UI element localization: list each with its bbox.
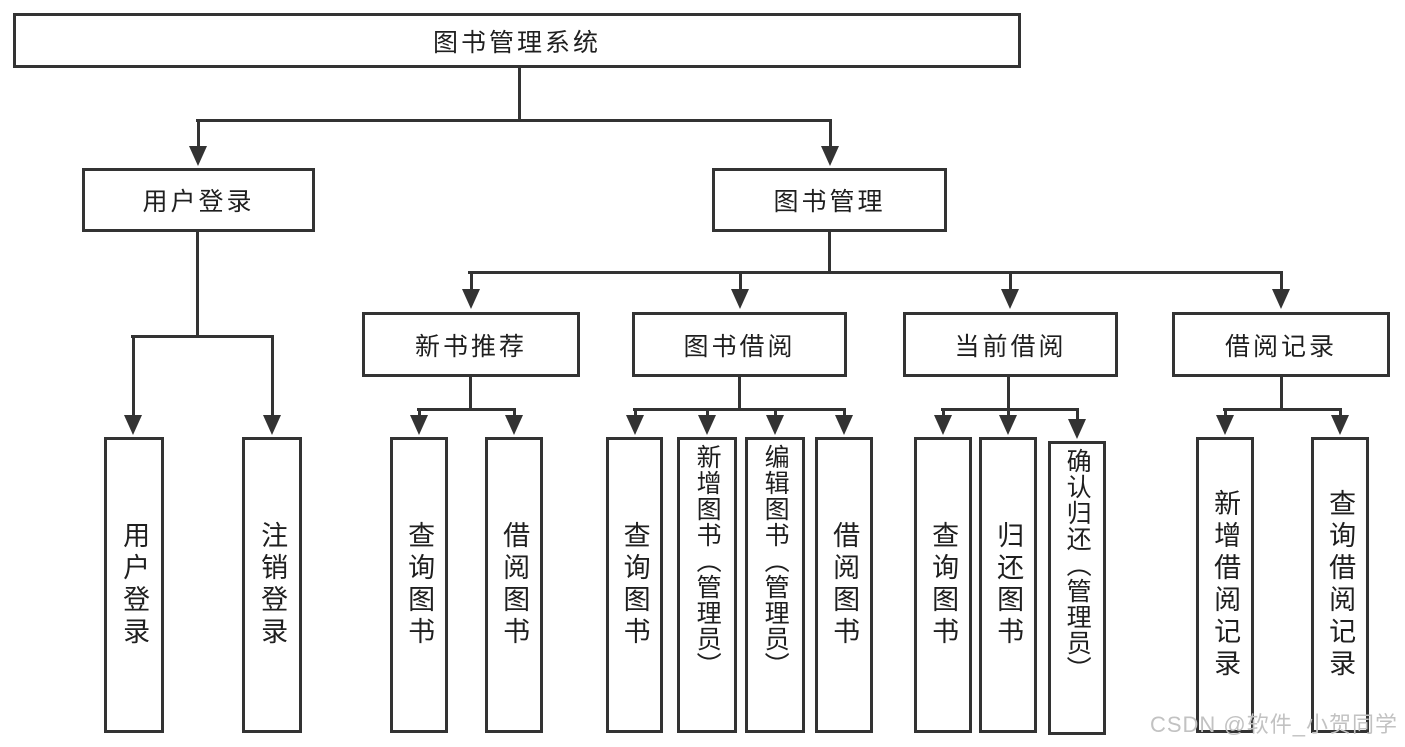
connector-line: [1280, 271, 1283, 293]
connector-line: [196, 119, 832, 122]
leaf-label: 查询图书: [404, 521, 435, 649]
leaf-add-borrow-record: 新增借阅记录: [1196, 437, 1254, 733]
leaf-label: 查询借阅记录: [1325, 489, 1356, 681]
arrowhead-down-icon: [626, 415, 644, 435]
leaf-label: 新增图书（管理员）: [693, 444, 722, 678]
leaf-label: 借阅图书: [829, 521, 860, 649]
leaf-label: 注销登录: [257, 521, 288, 649]
connector-line: [941, 408, 1079, 411]
connector-line: [634, 408, 637, 419]
connector-line: [942, 408, 945, 419]
leaf-edit-book-admin: 编辑图书（管理员）: [745, 437, 805, 733]
connector-line: [1007, 377, 1010, 410]
arrowhead-down-icon: [766, 415, 784, 435]
arrowhead-down-icon: [1216, 415, 1234, 435]
leaf-confirm-return-admin: 确认归还（管理员）: [1048, 441, 1106, 735]
leaf-add-book-admin: 新增图书（管理员）: [677, 437, 737, 733]
connector-line: [739, 271, 742, 293]
connector-line: [843, 408, 846, 419]
leaf-return-books: 归还图书: [979, 437, 1037, 733]
leaf-label: 编辑图书（管理员）: [761, 444, 790, 678]
node-label: 图书借阅: [683, 332, 796, 361]
connector-line: [828, 232, 831, 273]
connector-line: [513, 408, 516, 419]
csdn-watermark: CSDN @软件_小贺同学: [1149, 712, 1398, 737]
node-label: 当前借阅: [954, 332, 1067, 361]
connector-line: [1007, 408, 1010, 419]
node-label: 新书推荐: [414, 332, 527, 361]
connector-line: [1224, 408, 1227, 419]
leaf-label: 归还图书: [993, 521, 1024, 649]
node-book-management: 图书管理: [712, 168, 947, 232]
connector-line: [468, 271, 1283, 274]
connector-line: [738, 377, 741, 410]
connector-line: [706, 408, 709, 419]
leaf-query-books-borrowing: 查询图书: [606, 437, 663, 733]
leaf-label: 查询图书: [619, 521, 650, 649]
connector-line: [197, 119, 200, 152]
connector-line: [1223, 408, 1342, 411]
leaf-label: 借阅图书: [499, 521, 530, 649]
node-book-borrowing: 图书借阅: [632, 312, 847, 377]
connector-line: [196, 232, 199, 337]
node-current-borrowing: 当前借阅: [903, 312, 1118, 377]
connector-line: [518, 65, 521, 121]
connector-line: [633, 408, 846, 411]
arrowhead-down-icon: [934, 415, 952, 435]
connector-line: [418, 408, 421, 419]
connector-line: [417, 408, 516, 411]
leaf-logout: 注销登录: [242, 437, 302, 733]
leaf-borrow-books-borrowing: 借阅图书: [815, 437, 873, 733]
leaf-query-borrow-record: 查询借阅记录: [1311, 437, 1369, 733]
arrowhead-down-icon: [505, 415, 523, 435]
arrowhead-down-icon: [1068, 419, 1086, 439]
connector-line: [1076, 408, 1079, 423]
arrowhead-down-icon: [124, 415, 142, 435]
leaf-user-login: 用户登录: [104, 437, 164, 733]
node-borrow-records: 借阅记录: [1172, 312, 1390, 377]
arrowhead-down-icon: [1001, 289, 1019, 309]
leaf-query-books-recommend: 查询图书: [390, 437, 448, 733]
node-label: 借阅记录: [1224, 332, 1337, 361]
connector-line: [774, 408, 777, 419]
connector-line: [1009, 271, 1012, 293]
node-root: 图书管理系统: [13, 13, 1021, 68]
node-user-login: 用户登录: [82, 168, 315, 232]
arrowhead-down-icon: [1331, 415, 1349, 435]
arrowhead-down-icon: [462, 289, 480, 309]
connector-line: [469, 377, 472, 410]
arrowhead-down-icon: [999, 415, 1017, 435]
arrowhead-down-icon: [698, 415, 716, 435]
arrowhead-down-icon: [263, 415, 281, 435]
arrowhead-down-icon: [1272, 289, 1290, 309]
connector-line: [470, 271, 473, 293]
leaf-label: 用户登录: [119, 521, 150, 649]
connector-line: [132, 335, 135, 419]
node-label: 图书管理: [773, 188, 886, 216]
arrowhead-down-icon: [835, 415, 853, 435]
connector-line: [1339, 408, 1342, 419]
connector-line: [271, 335, 274, 419]
leaf-label: 新增借阅记录: [1210, 489, 1241, 681]
leaf-label: 确认归还（管理员）: [1063, 448, 1092, 682]
connector-line: [1280, 377, 1283, 410]
leaf-label: 查询图书: [928, 521, 959, 649]
leaf-borrow-books-recommend: 借阅图书: [485, 437, 543, 733]
node-label: 用户登录: [142, 188, 255, 216]
node-root-label: 图书管理系统: [432, 28, 601, 57]
arrowhead-down-icon: [821, 146, 839, 166]
arrowhead-down-icon: [189, 146, 207, 166]
leaf-query-books-current: 查询图书: [914, 437, 972, 733]
connector-line: [829, 119, 832, 152]
arrowhead-down-icon: [410, 415, 428, 435]
node-new-book-recommend: 新书推荐: [362, 312, 580, 377]
arrowhead-down-icon: [731, 289, 749, 309]
connector-line: [131, 335, 274, 338]
